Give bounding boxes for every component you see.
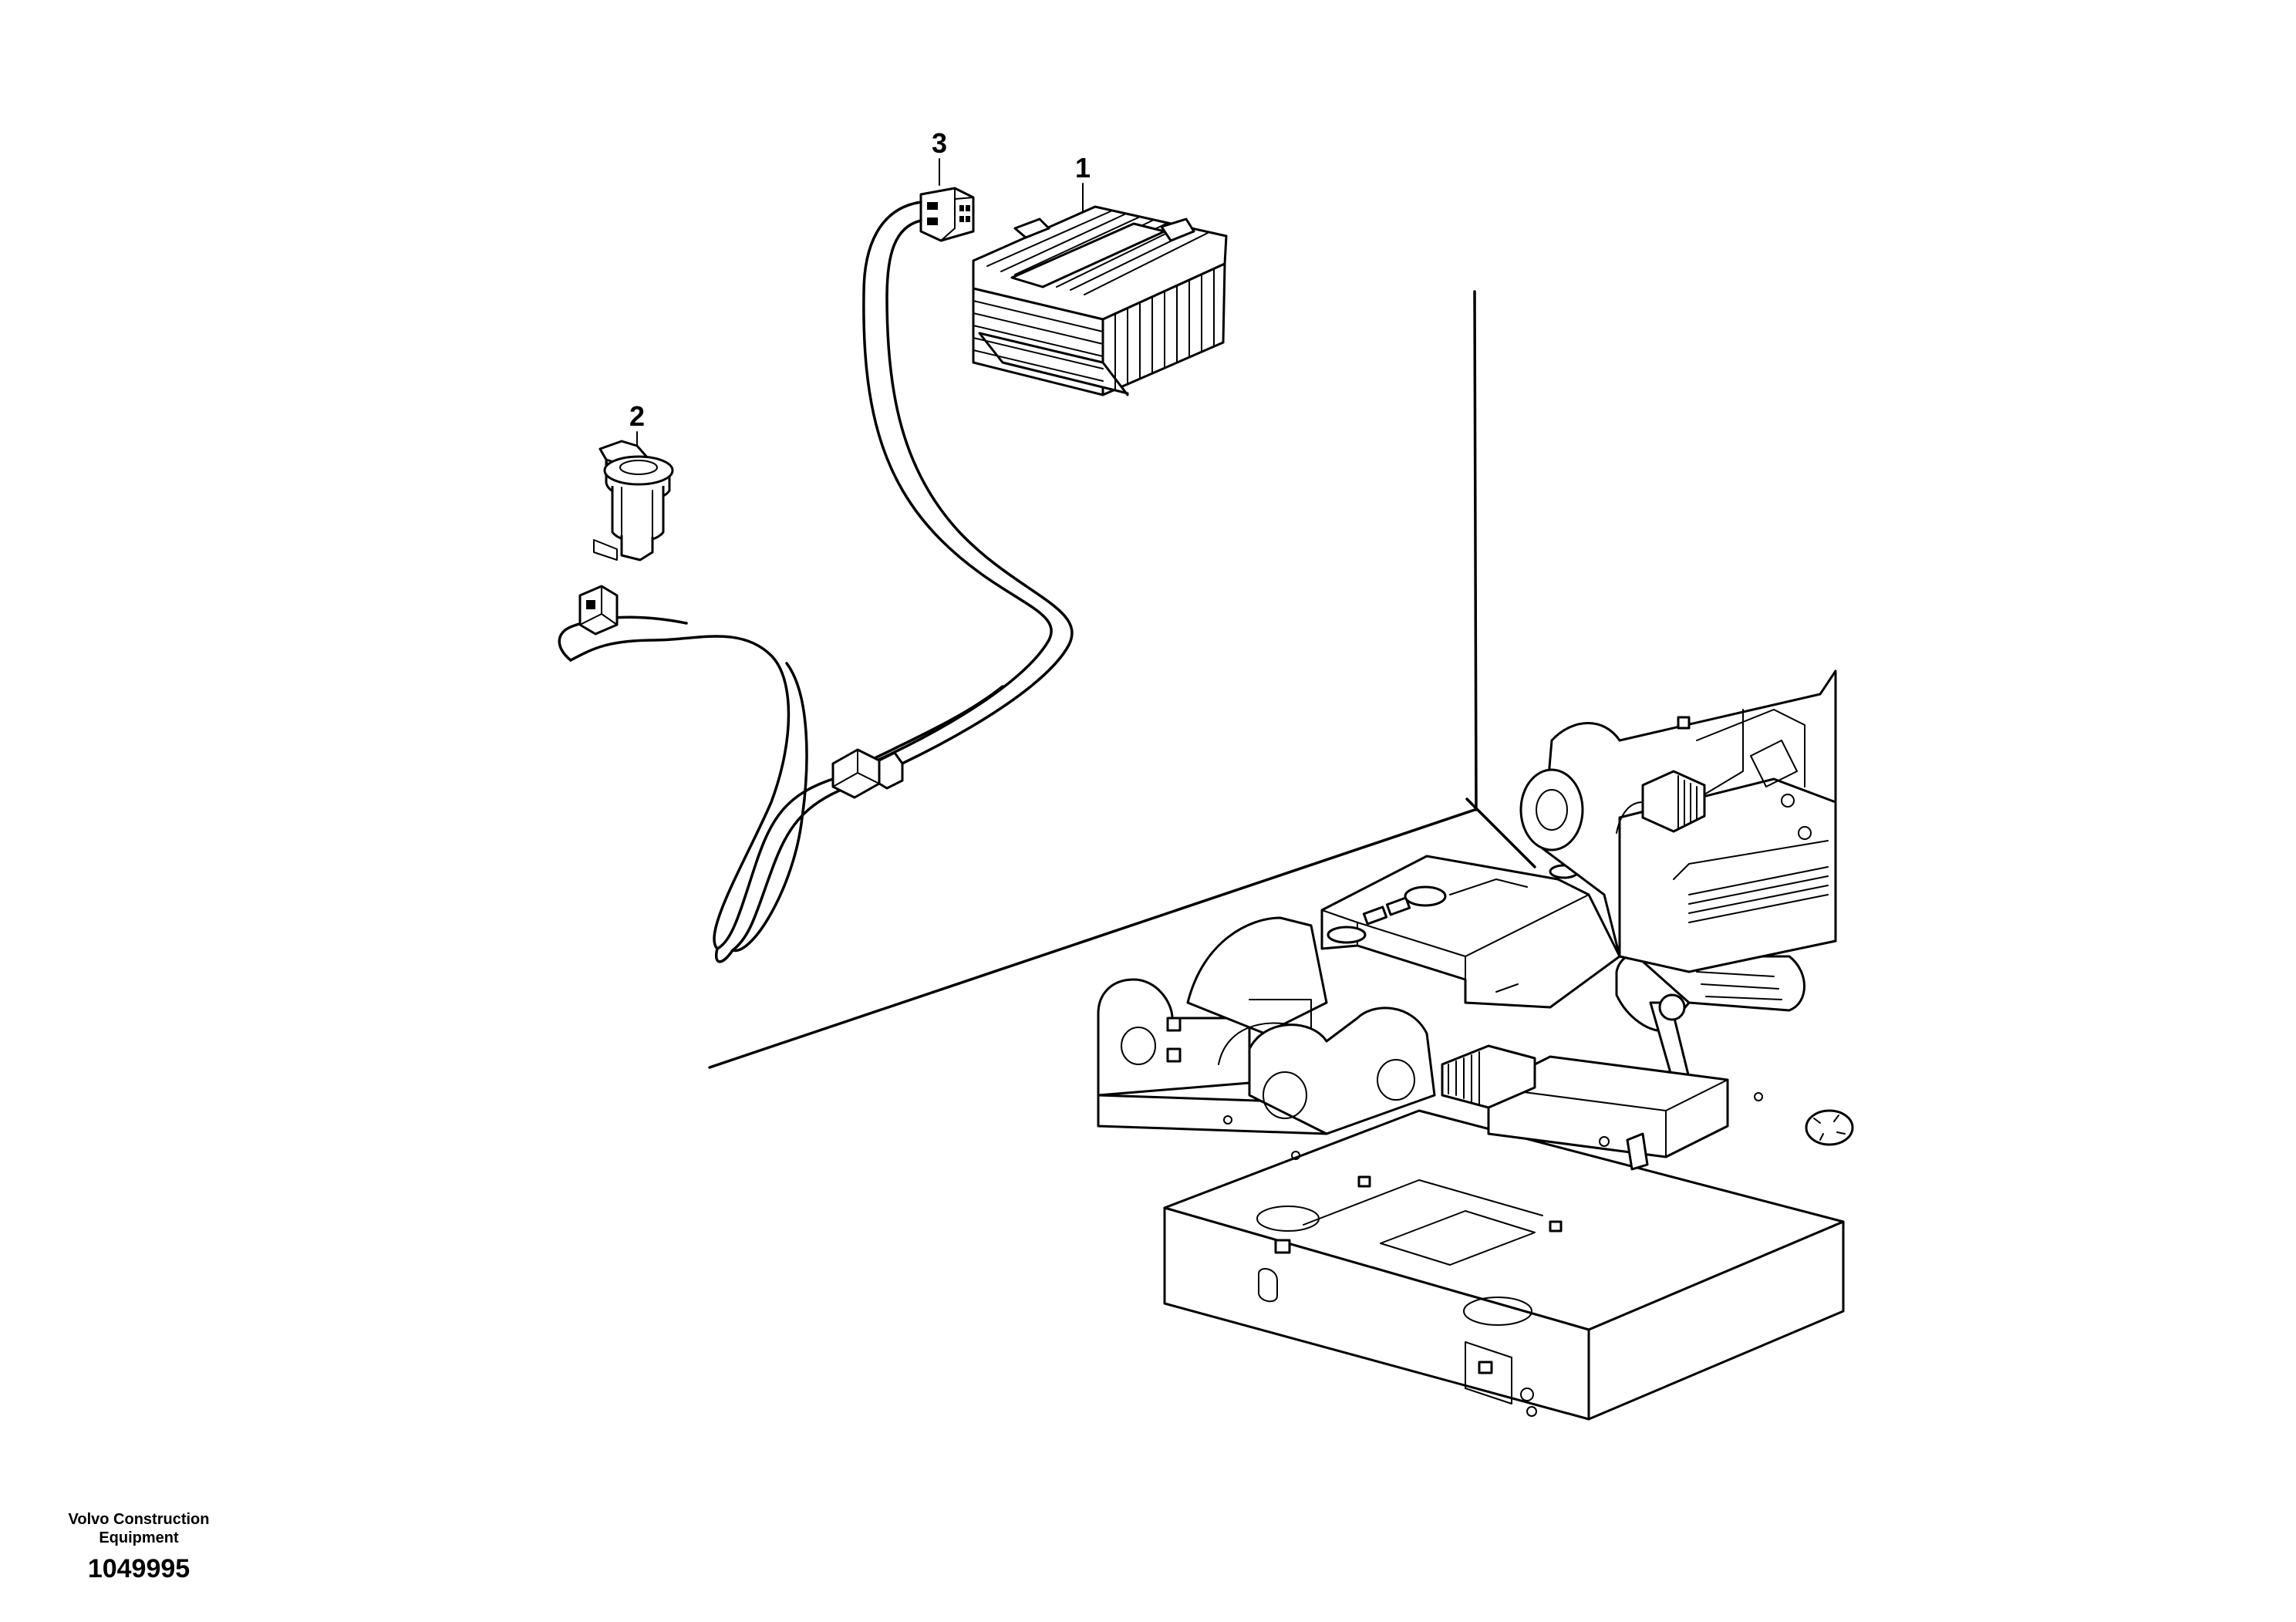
- footer: Volvo Construction Equipment 1049995: [46, 1510, 231, 1584]
- inverter-unit: [972, 205, 1228, 396]
- company-name-line1: Volvo Construction: [68, 1511, 210, 1528]
- heater-unit: [1441, 1044, 1536, 1109]
- company-name-line2: Equipment: [99, 1529, 179, 1546]
- callout-3: 3: [932, 127, 947, 186]
- svg-text:2: 2: [629, 400, 645, 432]
- svg-text:3: 3: [932, 127, 947, 159]
- machine-chassis: [1097, 669, 1854, 1421]
- drawing-number: 1049995: [87, 1554, 190, 1583]
- wiring-harness-connector: [919, 187, 975, 242]
- svg-text:1: 1: [1075, 152, 1091, 184]
- reference-frame: [708, 290, 1536, 1069]
- installed-inverter: [1616, 709, 1744, 834]
- inline-connector: [831, 748, 904, 799]
- power-socket: [593, 440, 674, 561]
- callout-1: 1: [1075, 152, 1091, 215]
- wiring-harness-cable: [558, 201, 1074, 963]
- socket-harness-connector: [578, 585, 619, 636]
